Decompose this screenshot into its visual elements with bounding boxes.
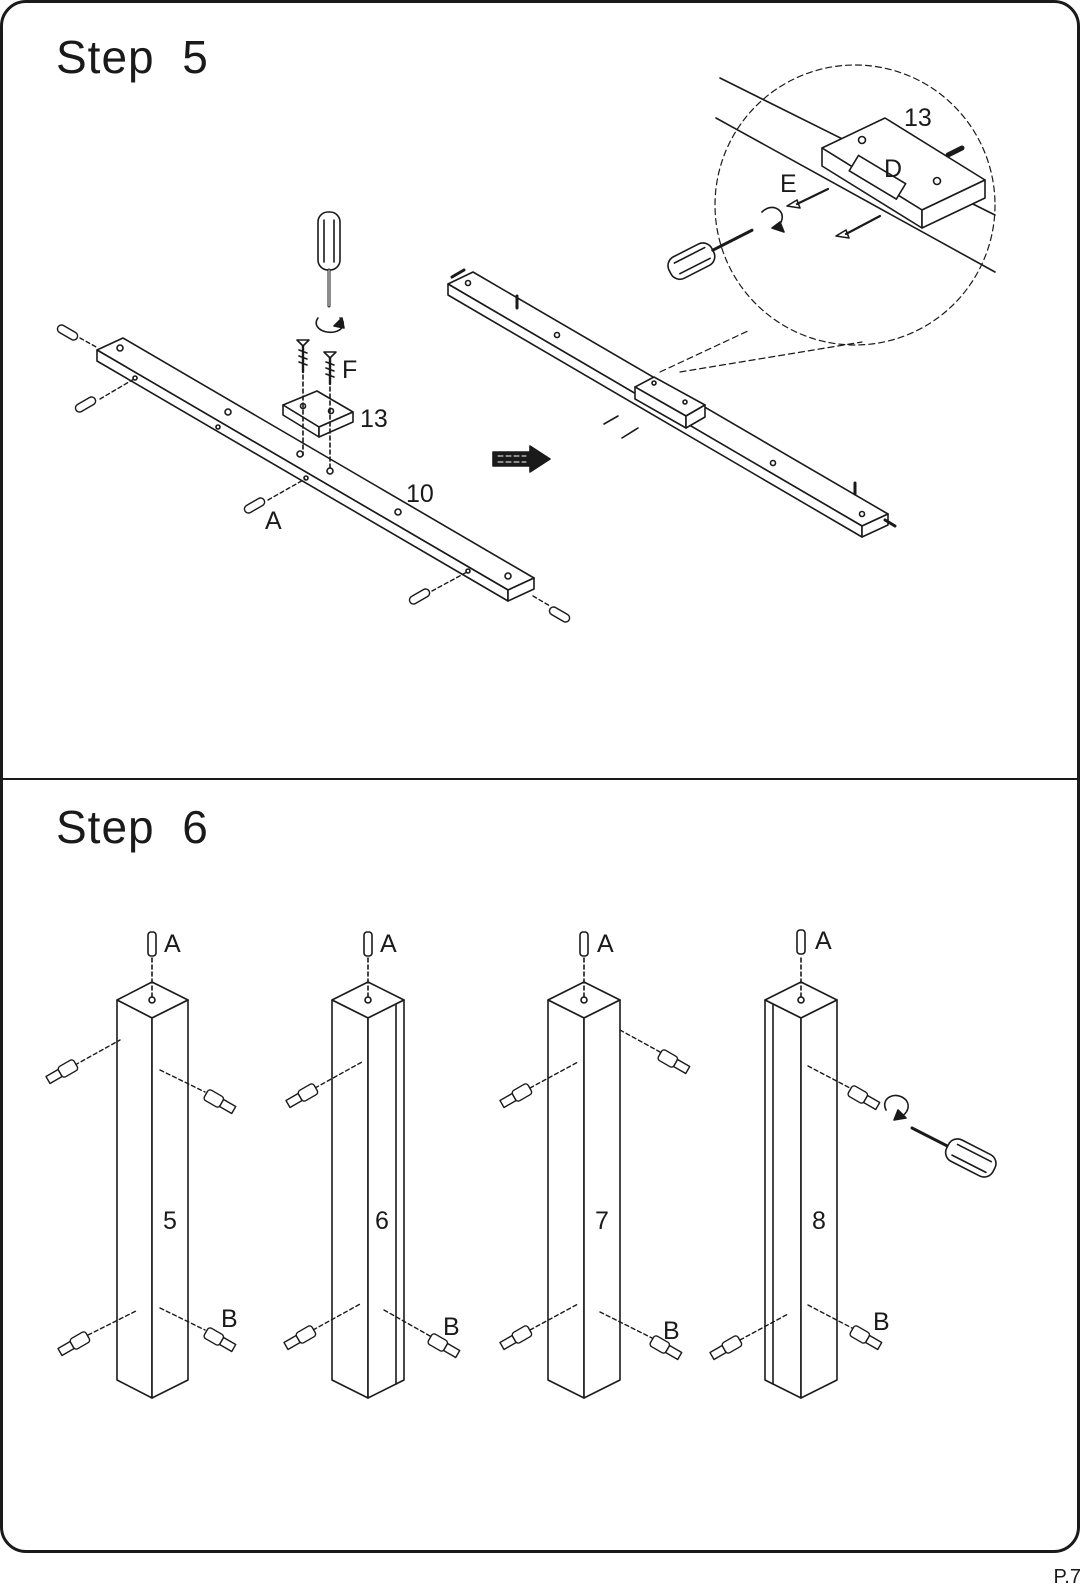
leg-6-number: 6 <box>375 1207 389 1235</box>
leg-8-illustration <box>764 929 838 1399</box>
zoom-part-13-label: 13 <box>904 104 932 132</box>
zoom-part-d-label: D <box>884 155 903 183</box>
page-frame <box>0 0 1080 1553</box>
step-6-title: Step 6 <box>56 801 209 853</box>
step-5-title: Step 5 <box>56 31 209 83</box>
part-a-label: A <box>265 507 282 535</box>
leg-7-illustration <box>547 931 621 1399</box>
direction-arrow-icon <box>492 445 551 473</box>
rotate-arrow-icon <box>315 317 345 334</box>
leg-7-number: 7 <box>595 1207 609 1235</box>
cam-bolt-icons <box>45 1029 883 1361</box>
screwdriver-icon <box>317 211 341 308</box>
page-number: P.7 <box>1053 1566 1081 1588</box>
zoom-part-e-label: E <box>780 170 797 198</box>
leg-5-number: 5 <box>163 1207 177 1235</box>
leg-7-bolt-label: B <box>663 1317 680 1345</box>
leg-6-dowel-label: A <box>380 930 397 958</box>
step-divider <box>0 778 1080 780</box>
rail-10-illustration <box>96 337 535 602</box>
leg-6-bolt-label: B <box>443 1313 460 1341</box>
screw-f-icon <box>296 339 337 386</box>
leg-6-illustration <box>331 931 405 1399</box>
assembled-rail-illustration <box>447 268 897 538</box>
block-13-illustration <box>282 374 354 471</box>
leg-8-bolt-label: B <box>873 1308 890 1336</box>
leg-5-illustration <box>116 931 189 1399</box>
leg-5-dowel-label: A <box>164 930 181 958</box>
leg-5-bolt-label: B <box>221 1305 238 1333</box>
leg-7-dowel-label: A <box>597 930 614 958</box>
leg-8-number: 8 <box>812 1207 826 1235</box>
leg-8-dowel-label: A <box>815 927 832 955</box>
part-10-label: 10 <box>406 480 434 508</box>
zoom-callout-lines <box>659 64 996 373</box>
part-f-label: F <box>342 356 358 384</box>
part-13-label: 13 <box>360 405 388 433</box>
zoom-detail-illustration <box>667 77 996 281</box>
screwdriver-step6-icon <box>883 1094 997 1178</box>
